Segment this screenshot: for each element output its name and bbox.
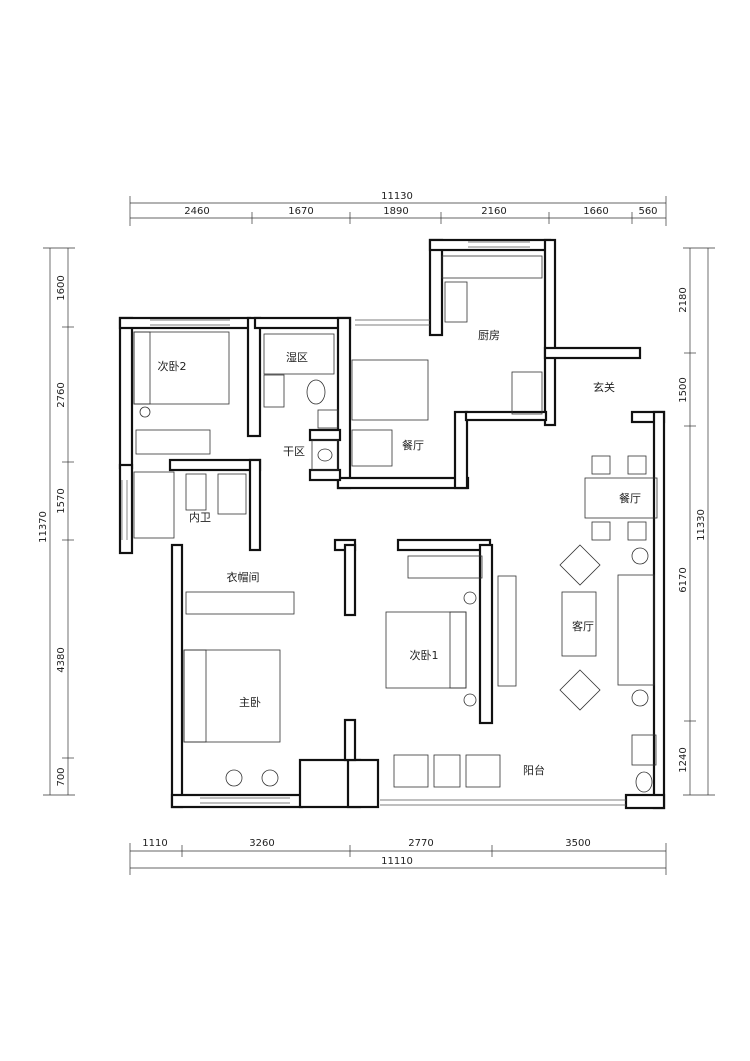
dim-right-1: 2180 [678,287,689,312]
label-balcony: 阳台 [523,763,545,777]
dim-top-total: 11130 [381,191,413,202]
dim-right-2: 1500 [678,377,689,402]
dim-left-total: 11370 [38,511,49,543]
dim-bottom-1: 1110 [142,838,167,849]
dim-bottom-total: 11110 [381,856,413,867]
dim-top-3: 1890 [383,206,408,217]
label-secondary-bedroom-2: 次卧2 [158,359,187,373]
dim-right-inner: 11330 [696,509,707,541]
dim-right-4: 1240 [678,747,689,772]
dim-left-3: 1570 [56,488,67,513]
dim-top-1: 2460 [184,206,209,217]
furniture [133,255,658,793]
dim-left-4: 4380 [56,647,67,672]
walls [118,238,666,810]
label-dry-area: 干区 [283,445,305,458]
label-wet-area: 湿区 [286,351,308,364]
windows [121,241,626,806]
dim-top-4: 2160 [481,206,506,217]
label-dining-room: 餐厅 [619,491,641,505]
dim-bottom-4: 3500 [565,838,590,849]
label-master-bedroom: 主卧 [239,696,261,709]
label-kitchen: 厨房 [478,329,500,342]
label-entrance: 玄关 [593,380,615,394]
label-secondary-bedroom-1: 次卧1 [410,648,439,662]
room-labels: 次卧2 湿区 厨房 玄关 干区 餐厅 餐厅 内卫 衣帽间 客厅 次卧1 主卧 阳… [158,329,642,777]
label-inner-bathroom: 内卫 [189,510,211,524]
label-dining-room-small: 餐厅 [402,438,424,452]
right-dimension-chain: 2180 1500 6170 1240 11330 [678,247,715,796]
dim-top-2: 1670 [288,206,313,217]
top-dimension-chain: 11130 2460 1670 1890 2160 1660 560 [129,191,667,226]
dim-left-1: 1600 [56,275,67,300]
bottom-dimension-chain: 1110 3260 2770 3500 11110 [129,838,667,875]
dim-bottom-3: 2770 [408,838,433,849]
dim-top-6: 560 [638,206,657,217]
left-dimension-chain: 1600 2760 1570 4380 700 11370 [38,247,75,796]
dim-top-5: 1660 [583,206,608,217]
label-living-room: 客厅 [572,619,594,633]
dim-left-5: 700 [56,767,67,786]
dim-right-3: 6170 [678,567,689,592]
dim-left-2: 2760 [56,382,67,407]
label-walk-in-closet: 衣帽间 [227,570,260,584]
dim-bottom-2: 3260 [249,838,274,849]
